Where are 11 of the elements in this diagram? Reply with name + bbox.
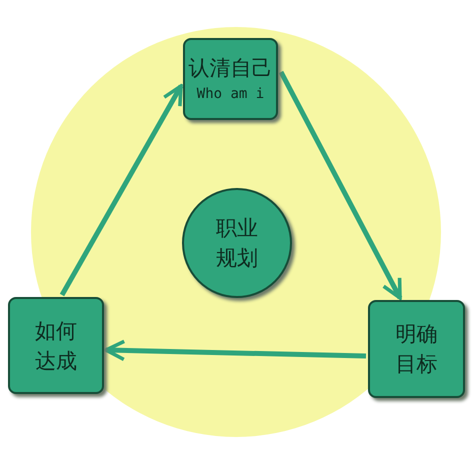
arrow <box>278 70 402 300</box>
arrow <box>104 340 366 362</box>
step-subtitle: Who am i <box>196 85 264 104</box>
step-box <box>368 300 465 398</box>
step-label: 明确目标 <box>394 321 438 378</box>
step-label: 职业规划 <box>215 215 259 272</box>
step-label: 如何达成 <box>34 318 78 374</box>
step-box <box>8 297 104 394</box>
step-label: 认清自己 <box>188 55 272 82</box>
arrow <box>60 84 184 296</box>
step-box <box>183 38 278 120</box>
